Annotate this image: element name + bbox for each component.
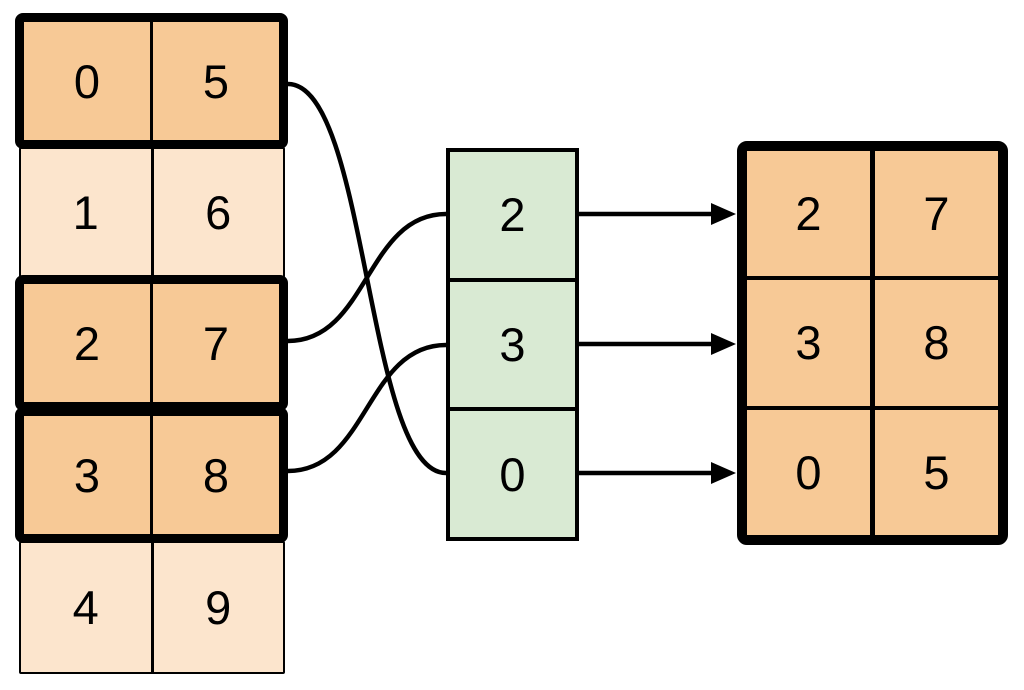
- result-cell: 8: [870, 280, 998, 406]
- result-cell: 3: [795, 316, 822, 370]
- index-cell: 2: [499, 188, 526, 242]
- source-row-highlighted: 0 5: [15, 13, 288, 149]
- source-row: 1 6: [19, 147, 285, 278]
- arrow-head: [711, 333, 736, 355]
- index-cell: 3: [450, 277, 575, 408]
- result-cell: 2: [795, 187, 822, 241]
- source-cell: 0: [73, 54, 101, 108]
- source-cell: 8: [150, 416, 279, 534]
- source-cell: 5: [150, 22, 279, 140]
- source-cell: 6: [150, 149, 284, 276]
- result-row: 2 7: [747, 151, 998, 277]
- source-cell: 2: [73, 316, 101, 370]
- source-cell: 4: [72, 581, 99, 634]
- index-column: 2 3 0: [446, 148, 579, 541]
- source-cell: 1: [72, 186, 99, 239]
- arrow-head: [711, 462, 736, 484]
- result-table: 2 7 3 8 0 5: [737, 141, 1008, 545]
- source-cell: 7: [150, 284, 279, 402]
- index-cell: 0: [450, 407, 575, 537]
- connector-curve-row3-to-index3: [287, 342, 447, 474]
- result-cell: 0: [795, 445, 822, 499]
- arrow-head: [711, 203, 736, 225]
- result-row: 3 8: [747, 276, 998, 406]
- connector-curve-row0-to-index0: [287, 81, 447, 476]
- result-cell: 5: [870, 409, 998, 535]
- source-row-highlighted: 2 7: [15, 275, 288, 411]
- source-row-highlighted: 3 8: [15, 407, 288, 543]
- result-row: 0 5: [747, 405, 998, 535]
- connector-curve-row2-to-index2: [287, 211, 447, 344]
- source-row: 4 9: [19, 541, 285, 674]
- source-cell: 3: [73, 448, 101, 502]
- source-cell: 9: [150, 543, 284, 672]
- result-cell: 7: [870, 151, 998, 277]
